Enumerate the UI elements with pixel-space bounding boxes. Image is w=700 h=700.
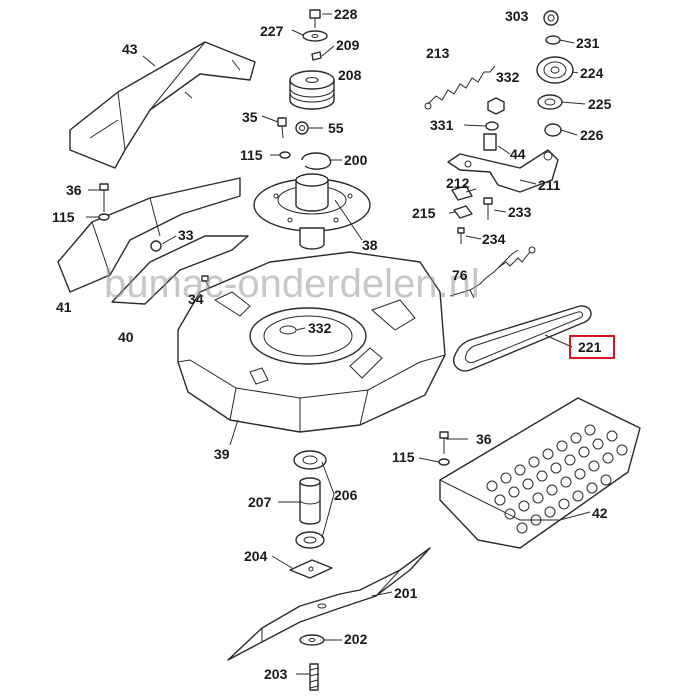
label-115-left[interactable]: 115 — [52, 209, 75, 225]
part-225-bearing[interactable] — [537, 94, 563, 110]
part-215-block[interactable] — [453, 205, 473, 219]
part-44-spacer[interactable] — [483, 133, 497, 151]
label-228[interactable]: 228 — [334, 6, 358, 22]
part-115-washer-top[interactable] — [279, 151, 291, 159]
label-35[interactable]: 35 — [242, 109, 258, 125]
part-115-washer-right[interactable] — [438, 458, 450, 466]
label-231[interactable]: 231 — [576, 35, 600, 51]
label-208[interactable]: 208 — [338, 67, 362, 83]
part-42-grid-guard[interactable] — [439, 397, 641, 549]
part-labels: 228 227 209 208 43 35 55 115 200 36 115 … — [52, 6, 612, 682]
label-227[interactable]: 227 — [260, 23, 284, 39]
leader-lines — [86, 13, 591, 675]
part-224-idler-pulley[interactable] — [536, 56, 574, 84]
label-115-right[interactable]: 115 — [392, 449, 415, 465]
label-41[interactable]: 41 — [56, 299, 72, 315]
label-221[interactable]: 221 — [578, 339, 602, 355]
part-303-nut[interactable] — [543, 10, 559, 26]
label-76[interactable]: 76 — [452, 267, 468, 283]
part-40-inner-guard[interactable] — [111, 235, 249, 305]
label-225[interactable]: 225 — [588, 96, 612, 112]
label-331[interactable]: 331 — [430, 117, 454, 133]
part-228-bolt[interactable] — [309, 9, 321, 28]
part-55-nut[interactable] — [295, 121, 309, 135]
part-211-tension-arm[interactable] — [447, 149, 559, 193]
part-234-screw[interactable] — [457, 227, 465, 244]
part-221-drive-belt[interactable] — [453, 305, 592, 372]
label-55[interactable]: 55 — [328, 120, 344, 136]
label-204[interactable]: 204 — [244, 548, 268, 564]
part-38-motor-flange[interactable] — [253, 173, 371, 250]
part-43-deflector[interactable] — [69, 41, 256, 169]
part-76-spring[interactable] — [449, 246, 536, 299]
part-213-spring[interactable] — [424, 65, 496, 110]
part-231-washer[interactable] — [545, 35, 561, 45]
label-38[interactable]: 38 — [362, 237, 378, 253]
label-33[interactable]: 33 — [178, 227, 194, 243]
label-213[interactable]: 213 — [426, 45, 450, 61]
label-43[interactable]: 43 — [122, 41, 138, 57]
part-115-washer-left[interactable] — [98, 213, 110, 221]
part-209-key[interactable] — [311, 51, 322, 61]
part-201-blade[interactable] — [227, 547, 431, 661]
part-227-washer[interactable] — [302, 30, 328, 42]
label-226[interactable]: 226 — [580, 127, 604, 143]
part-200-circlip[interactable] — [301, 152, 332, 170]
label-34[interactable]: 34 — [188, 291, 204, 307]
watermark: bumac-onderdelen.nl — [104, 262, 480, 306]
part-332-nut-upper[interactable] — [487, 97, 505, 115]
label-44[interactable]: 44 — [510, 146, 526, 162]
label-201[interactable]: 201 — [394, 585, 418, 601]
label-303[interactable]: 303 — [505, 8, 529, 24]
part-226-ring[interactable] — [544, 123, 562, 137]
label-332-deck[interactable]: 332 — [308, 320, 332, 336]
label-39[interactable]: 39 — [214, 446, 230, 462]
label-332-upper[interactable]: 332 — [496, 69, 520, 85]
label-233[interactable]: 233 — [508, 204, 532, 220]
part-36-bolt-left[interactable] — [99, 183, 109, 212]
part-39-deck-housing[interactable] — [177, 251, 446, 433]
part-203-bolt[interactable] — [309, 663, 319, 691]
part-208-pulley[interactable] — [289, 70, 335, 110]
part-212-block[interactable] — [451, 185, 473, 201]
part-233-bolt[interactable] — [483, 197, 493, 220]
part-33-nut[interactable] — [150, 240, 162, 252]
part-202-washer[interactable] — [299, 634, 325, 646]
label-202[interactable]: 202 — [344, 631, 368, 647]
label-200[interactable]: 200 — [344, 152, 368, 168]
label-115-top[interactable]: 115 — [240, 147, 263, 163]
highlight-box — [569, 335, 615, 359]
label-211[interactable]: 211 — [538, 177, 561, 193]
part-204-plate[interactable] — [289, 559, 333, 579]
label-209[interactable]: 209 — [336, 37, 360, 53]
part-206-bearing-lower[interactable] — [295, 531, 325, 549]
part-207-shaft[interactable] — [299, 477, 321, 525]
grid-holes — [486, 424, 628, 534]
label-215[interactable]: 215 — [412, 205, 436, 221]
part-331-spacer[interactable] — [485, 121, 499, 131]
label-40[interactable]: 40 — [118, 329, 134, 345]
label-203[interactable]: 203 — [264, 666, 288, 682]
label-224[interactable]: 224 — [580, 65, 604, 81]
part-35-bolt[interactable] — [277, 117, 287, 139]
part-41-side-guard[interactable] — [57, 177, 241, 293]
label-36-left[interactable]: 36 — [66, 182, 82, 198]
label-212[interactable]: 212 — [446, 175, 470, 191]
label-36-right[interactable]: 36 — [476, 431, 492, 447]
label-207[interactable]: 207 — [248, 494, 272, 510]
label-206[interactable]: 206 — [334, 487, 358, 503]
part-206-bearing-upper[interactable] — [293, 450, 327, 470]
part-36-bolt-right[interactable] — [439, 431, 449, 454]
label-42[interactable]: 42 — [592, 505, 608, 521]
label-234[interactable]: 234 — [482, 231, 506, 247]
